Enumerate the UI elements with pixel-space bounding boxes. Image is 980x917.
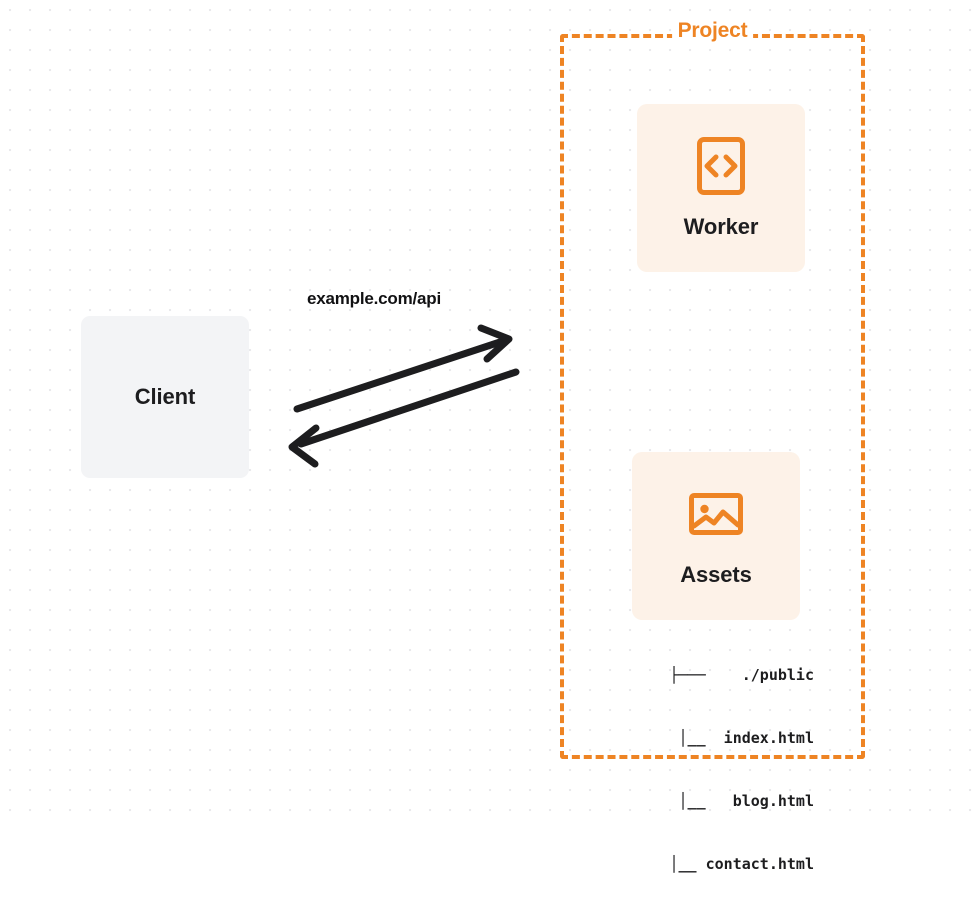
project-container: Project Worker Assets ├─── ./public │__ … — [560, 20, 865, 873]
file-tree: ├─── ./public │__ index.html │__ blog.ht… — [574, 623, 814, 917]
worker-label: Worker — [683, 213, 759, 239]
response-arrow — [288, 368, 520, 468]
project-label: Project — [671, 20, 754, 41]
file-tree-line: │__ index.html — [651, 729, 814, 747]
request-url-label: example.com/api — [307, 289, 442, 308]
file-tree-line: │__ blog.html — [651, 792, 814, 810]
assets-card[interactable]: Assets — [632, 452, 800, 620]
code-brackets-icon — [697, 136, 745, 195]
file-tree-line: │__ contact.html — [642, 855, 814, 873]
assets-label: Assets — [680, 561, 752, 587]
client-label: Client — [134, 384, 196, 409]
diagram-canvas: Client example.com/api Project Worker — [0, 0, 980, 873]
request-arrow — [293, 324, 513, 413]
image-icon — [689, 492, 743, 535]
worker-card[interactable]: Worker — [637, 104, 805, 272]
file-tree-line: ├─── ./public — [669, 666, 815, 684]
client-node[interactable]: Client — [81, 316, 249, 478]
